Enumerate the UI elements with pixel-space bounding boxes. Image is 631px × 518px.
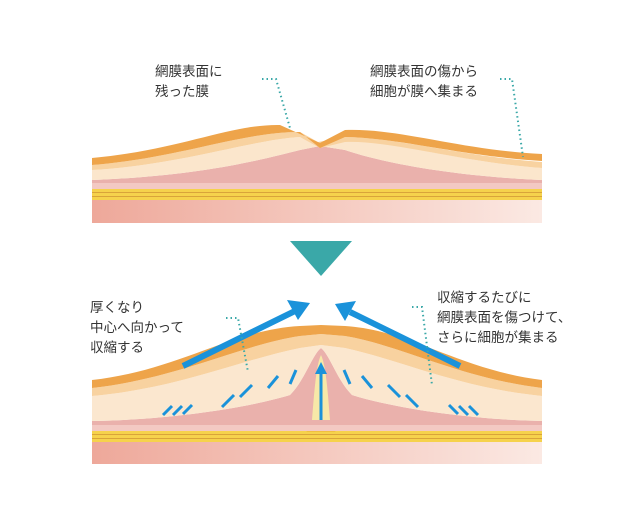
label-line: 細胞が膜へ集まる xyxy=(370,84,478,100)
leader-line xyxy=(412,306,433,386)
retina-before xyxy=(92,124,542,223)
label-line: 収縮する xyxy=(90,340,144,356)
label-contracts: 厚くなり 中心へ向かって 収縮する xyxy=(90,298,184,358)
label-line: 中心へ向かって xyxy=(90,320,184,336)
label-line: 収縮するたびに xyxy=(437,290,532,306)
retina-after xyxy=(92,325,542,464)
label-line: さらに細胞が集まる xyxy=(437,330,559,346)
label-line: 網膜表面を傷つけて、 xyxy=(437,310,572,326)
label-line: 網膜表面の傷から xyxy=(370,64,478,80)
label-residual-membrane: 網膜表面に 残った膜 xyxy=(155,62,223,102)
label-line: 厚くなり xyxy=(90,300,144,316)
contraction-arrows xyxy=(181,300,462,369)
label-line: 残った膜 xyxy=(155,84,209,100)
leader-line xyxy=(500,78,524,158)
label-cells-gather: 網膜表面の傷から 細胞が膜へ集まる xyxy=(370,62,478,102)
label-line: 網膜表面に xyxy=(155,64,223,80)
cell-migration-arrows xyxy=(161,362,480,420)
label-damages-surface: 収縮するたびに 網膜表面を傷つけて、 さらに細胞が集まる xyxy=(437,288,571,348)
down-triangle-icon xyxy=(290,241,352,276)
leader-line xyxy=(262,78,291,129)
